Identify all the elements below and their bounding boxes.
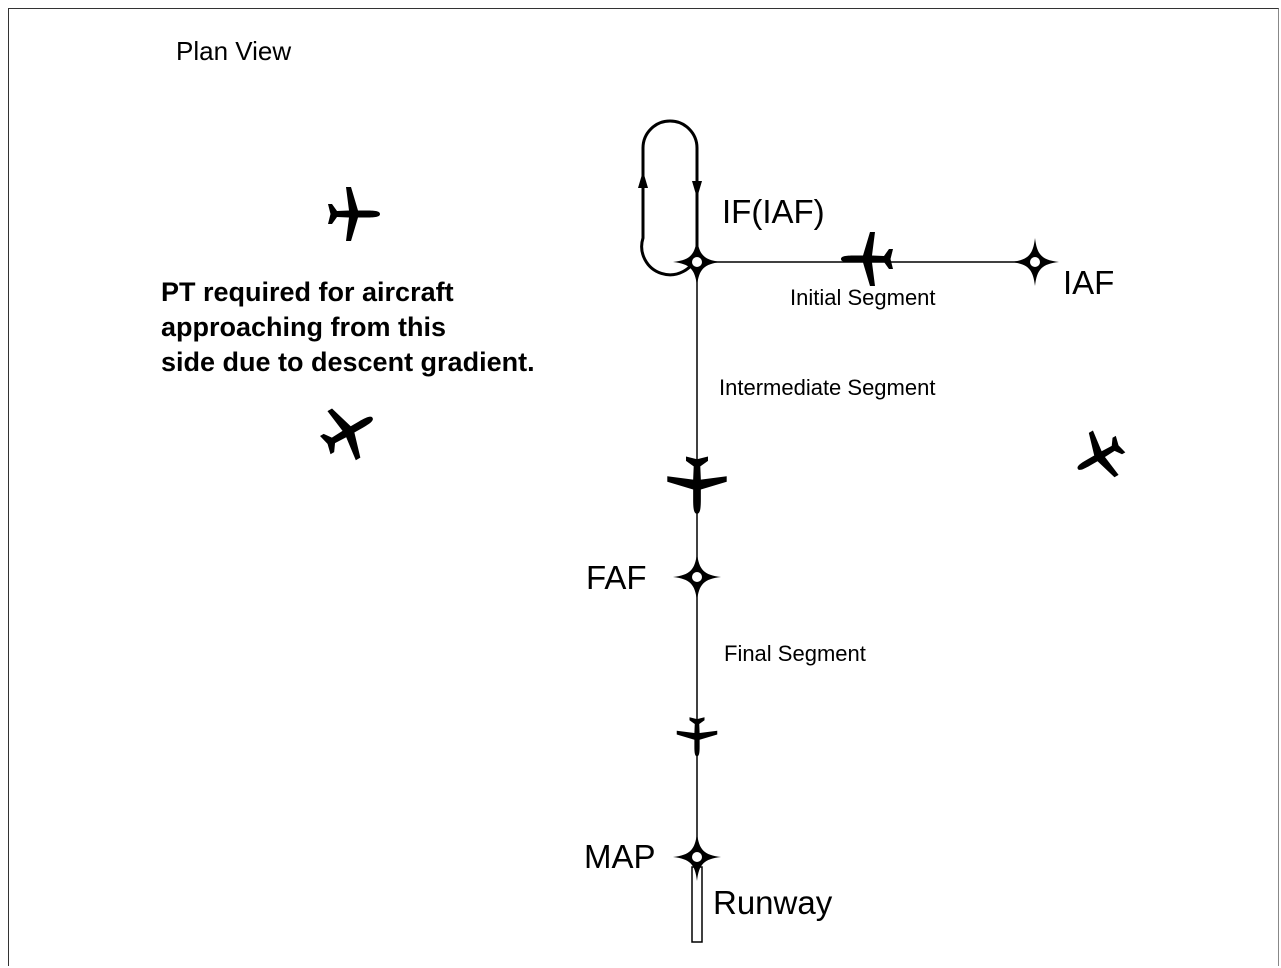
airplane-icon: [311, 393, 387, 470]
runway-label: Runway: [713, 884, 833, 921]
pt-note-line-2: approaching from this: [161, 312, 446, 342]
airplane-icon: [667, 456, 727, 514]
faf-fix-symbol-icon: [673, 553, 721, 601]
diagram-title: Plan View: [176, 36, 291, 66]
intermediate-segment-label: Intermediate Segment: [719, 375, 935, 400]
pt-note-line-1: PT required for aircraft: [161, 277, 454, 307]
final-segment-label: Final Segment: [724, 641, 866, 666]
initial-segment-label: Initial Segment: [790, 285, 936, 310]
pt-note-line-3: side due to descent gradient.: [161, 347, 535, 377]
airplane-icon: [328, 187, 380, 241]
faf-label: FAF: [586, 559, 647, 596]
airplane-icon: [1064, 421, 1134, 492]
holding-pattern-icon: [638, 119, 702, 277]
airplane-icon: [841, 232, 893, 286]
if-iaf-fix-symbol-icon: [673, 238, 721, 286]
iaf-fix-symbol-icon: [1011, 238, 1059, 286]
if-iaf-label: IF(IAF): [722, 193, 825, 230]
map-label: MAP: [584, 838, 656, 875]
iaf-label: IAF: [1063, 264, 1114, 301]
map-fix-symbol-icon: [673, 833, 721, 881]
airplane-icon: [676, 717, 718, 757]
